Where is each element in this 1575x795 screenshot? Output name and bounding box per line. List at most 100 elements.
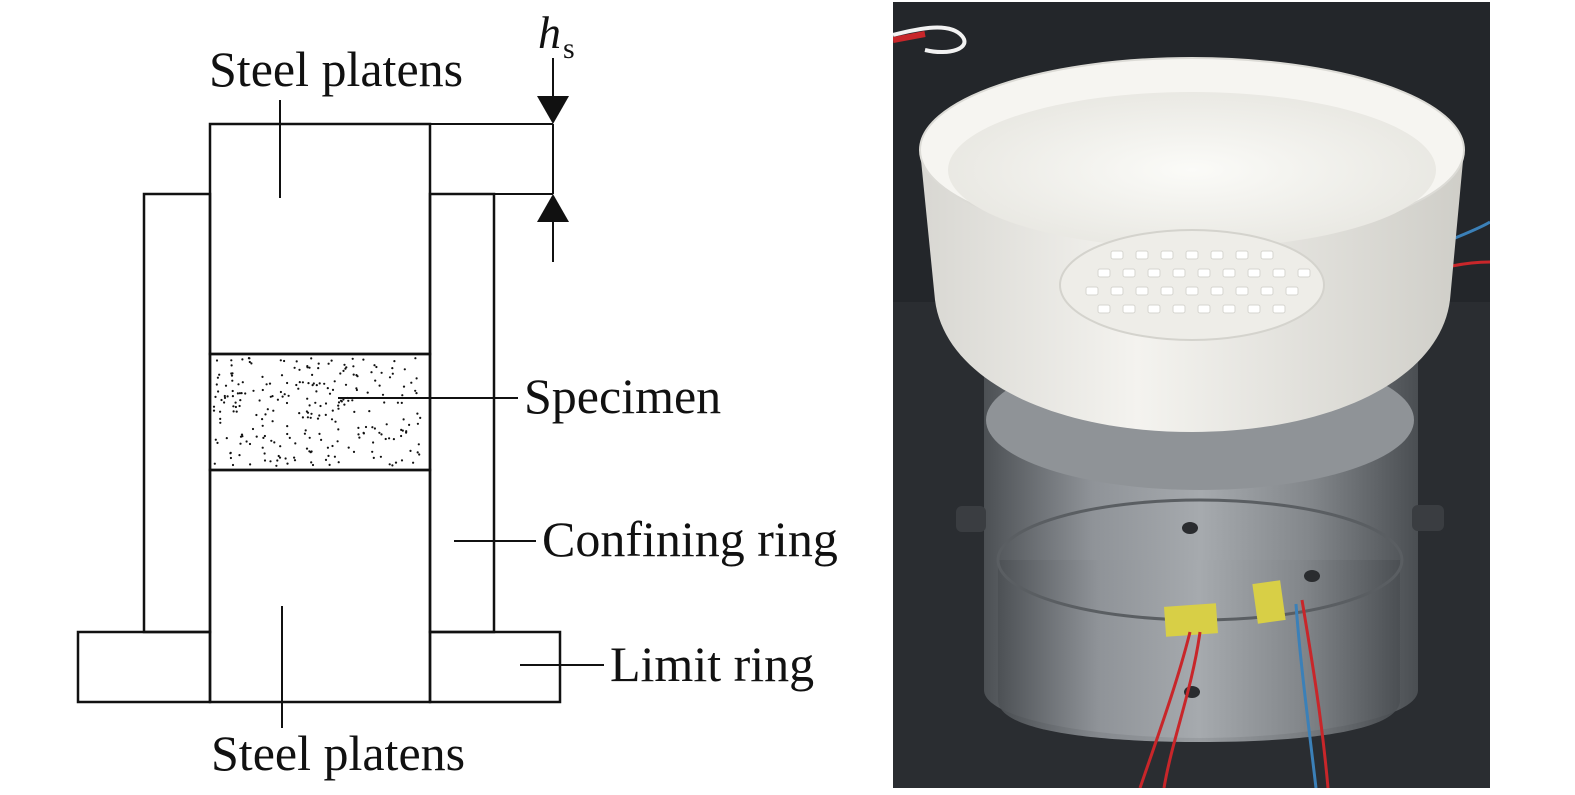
gauge-wire-red-3 [1300, 599, 1330, 788]
cable-top-left [893, 25, 967, 55]
specimen-dot [261, 418, 264, 421]
wire-right-red [1451, 260, 1490, 268]
specimen-dot [339, 372, 342, 375]
porous-hole [1110, 250, 1124, 260]
steel-platen-bottom [208, 468, 432, 704]
specimen-dot [224, 384, 228, 387]
porous-hole [1097, 304, 1111, 314]
specimen-dot [314, 401, 317, 404]
specimen-dot [343, 403, 346, 406]
label-steel-platens-bottom: Steel platens [211, 725, 465, 781]
specimen-dot [362, 358, 365, 361]
specimen-dot [318, 382, 321, 385]
specimen-dot [231, 379, 234, 382]
specimen-dot [255, 413, 258, 417]
specimen-dot [250, 362, 253, 365]
specimen-dot [288, 436, 291, 439]
specimen-dot [373, 427, 376, 430]
specimen-dot [219, 410, 222, 413]
specimen-dot [241, 358, 244, 361]
specimen-dot [215, 383, 218, 386]
specimen-dot [235, 410, 238, 413]
specimen-dot [319, 404, 322, 408]
bowl-inner-surface [948, 92, 1436, 248]
specimen-dot [317, 362, 320, 365]
specimen-dot [378, 384, 381, 387]
specimen-dot [295, 383, 298, 387]
specimen-dot [286, 432, 289, 436]
bolt-right-icon [1412, 505, 1444, 531]
specimen-dot [327, 454, 330, 457]
specimen-dot [283, 393, 286, 396]
specimen-dot [316, 417, 320, 420]
specimen-dot [241, 381, 244, 384]
specimen-dot [237, 383, 240, 386]
specimen-dot [416, 412, 419, 415]
specimen-dot [394, 461, 398, 464]
specimen-dot [312, 382, 315, 385]
specimen-dot [270, 439, 273, 442]
specimen-dot [272, 409, 275, 412]
specimen-dot [231, 395, 234, 398]
specimen-dot [388, 376, 392, 379]
specimen-dot [266, 408, 269, 411]
porous-disc [1059, 229, 1325, 341]
specimen-dot [318, 414, 321, 417]
specimen-dot [383, 401, 386, 404]
specimen-dot [351, 399, 354, 402]
specimen-dot [230, 364, 233, 367]
specimen-dot [308, 450, 311, 453]
specimen-dot [415, 392, 418, 395]
specimen-dot [238, 454, 241, 457]
specimen-dot [400, 434, 403, 438]
specimen-dot [337, 428, 340, 431]
specimen-dot [358, 436, 361, 439]
specimen-dot [337, 407, 340, 410]
porous-hole [1210, 286, 1224, 296]
specimen-dot [251, 427, 255, 431]
specimen-dot [231, 389, 234, 393]
specimen-dot [308, 404, 311, 407]
specimen-dot [410, 381, 413, 384]
porous-hole [1135, 250, 1149, 260]
specimen-dot [333, 380, 336, 383]
specimen-body [208, 352, 432, 472]
specimen-dot [330, 359, 333, 362]
porous-hole [1147, 268, 1161, 278]
specimen-dot [305, 410, 308, 413]
specimen-dot [310, 357, 313, 360]
specimen-dot [284, 457, 287, 460]
specimen-dot [214, 438, 217, 441]
specimen-dot [414, 357, 417, 360]
dimension-arrow-down-icon [537, 96, 569, 124]
specimen-dot [400, 428, 403, 431]
specimen-dot [218, 373, 221, 376]
specimen-dot [223, 401, 226, 404]
specimen-dot [396, 401, 399, 404]
specimen-dot [373, 364, 376, 367]
specimen-dot [261, 424, 264, 427]
specimen-dot [356, 375, 359, 378]
specimen-dot [263, 434, 266, 438]
specimen-dot [379, 455, 382, 458]
porous-hole [1122, 268, 1136, 278]
specimen-dot [366, 391, 369, 394]
specimen-dot [315, 390, 318, 393]
specimen-dot [245, 440, 248, 443]
specimen-dot [276, 459, 279, 462]
specimen-dot [337, 404, 340, 407]
specimen-dot [315, 384, 318, 387]
specimen-dot [287, 394, 290, 397]
specimen-dot [320, 438, 323, 441]
specimen-dot [212, 409, 216, 412]
specimen-dot [401, 394, 404, 397]
specimen-dot [414, 389, 417, 392]
specimen-dot [393, 360, 396, 363]
specimen-dot [336, 440, 339, 443]
specimen-dot [357, 433, 360, 436]
specimen-dot [225, 437, 228, 440]
specimen-dot [240, 433, 244, 436]
specimen-dot [255, 435, 258, 438]
specimen-dot [239, 442, 242, 445]
specimen-dot [232, 405, 235, 408]
